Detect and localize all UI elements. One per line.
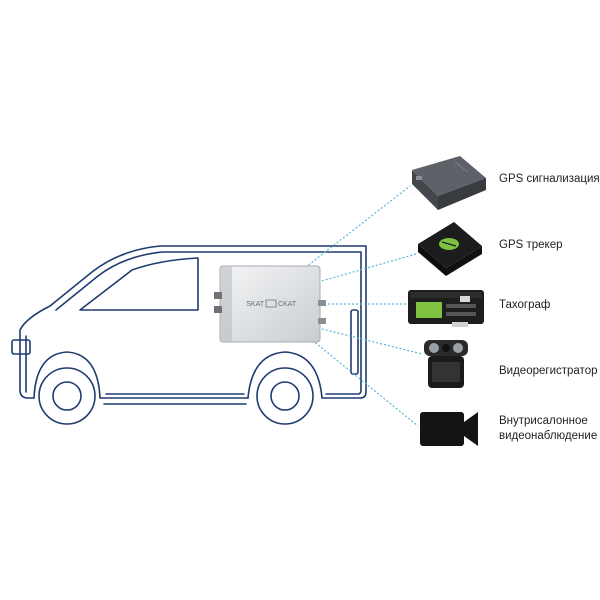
label-line: GPS сигнализация xyxy=(499,173,600,185)
control-unit-logo-mark xyxy=(265,299,277,308)
control-unit-port-top xyxy=(214,292,222,299)
label-line: Видеорегистратор xyxy=(499,365,598,377)
van-outline xyxy=(11,245,367,425)
connector-lines xyxy=(301,185,423,427)
van-front-hub xyxy=(52,381,82,411)
label-line: Тахограф xyxy=(499,299,551,311)
tachograph-icon xyxy=(408,290,484,327)
control-unit-logo-left: SKAT xyxy=(246,301,264,308)
control-unit-logo-right: CKAT xyxy=(278,301,297,308)
connector-line-gps-alarm xyxy=(301,185,411,271)
label-cabin-camera: Внутрисалонное видеонаблюдение xyxy=(499,414,597,444)
van-headlight xyxy=(11,339,31,355)
control-unit-connector-right xyxy=(318,300,326,306)
van-body-inner xyxy=(25,251,362,395)
van-body xyxy=(19,245,367,399)
van-rear-hub xyxy=(270,381,300,411)
connector-line-dashcam xyxy=(317,327,423,355)
label-tachograph: Тахограф xyxy=(499,298,550,313)
label-line: Внутрисалонное xyxy=(499,415,588,427)
label-gps-tracker: GPS трекер xyxy=(499,238,563,253)
connector-line-gps-tracker xyxy=(317,253,417,283)
van-rear-arch xyxy=(247,351,323,399)
control-unit: SKAT CKAT xyxy=(214,265,326,343)
label-dashcam: Видеорегистратор xyxy=(499,364,598,379)
control-unit-connector-right2 xyxy=(318,318,326,324)
van-rear-wheel xyxy=(256,367,314,425)
van-front-window xyxy=(79,257,199,311)
van-front-wheel xyxy=(38,367,96,425)
video-camera-icon xyxy=(420,412,478,446)
gps-tracker-icon xyxy=(418,222,482,276)
connector-line-cabin-camera xyxy=(311,339,419,427)
label-gps-alarm: GPS сигнализация xyxy=(499,172,600,187)
van-rear-light xyxy=(350,309,359,375)
van-front-arch xyxy=(33,351,101,399)
gps-alarm-icon xyxy=(412,156,486,210)
control-unit-side xyxy=(220,266,232,342)
control-unit-port-bottom xyxy=(214,306,222,313)
label-line: видеонаблюдение xyxy=(499,430,598,442)
label-line: GPS трекер xyxy=(499,239,563,251)
control-unit-body xyxy=(219,265,321,343)
dashcam-icon xyxy=(424,340,468,388)
